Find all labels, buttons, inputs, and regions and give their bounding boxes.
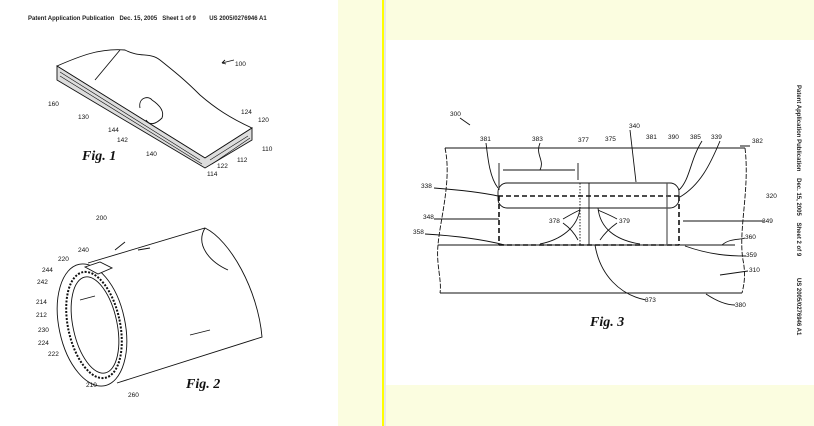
fig3-label: 377: [578, 137, 589, 144]
fig3-label: 382: [752, 138, 763, 145]
fig3-label: 359: [746, 252, 757, 259]
fig3-label: 385: [690, 134, 701, 141]
fig3-label: 360: [745, 234, 756, 241]
fig1-label: 130: [78, 114, 89, 121]
fig3-caption: Fig. 3: [589, 315, 624, 330]
fig2-label: 220: [58, 256, 69, 263]
fig2-label: 224: [38, 340, 49, 347]
fig3-label: 338: [421, 183, 432, 190]
fig1-label: 140: [146, 151, 157, 158]
fig3-label: 381: [646, 134, 657, 141]
fig2-label: 200: [96, 215, 107, 222]
fig2-label: 240: [78, 247, 89, 254]
fig2-label: 230: [38, 327, 49, 334]
fig1-label: 120: [258, 117, 269, 124]
fig3-label: 380: [735, 302, 746, 309]
fig3-label: 320: [766, 193, 777, 200]
fig2-label: 242: [37, 279, 48, 286]
fig1-label: 110: [262, 146, 273, 153]
fig2-label: 260: [128, 392, 139, 399]
figure-3: [425, 118, 764, 305]
fig2-caption: Fig. 2: [185, 377, 220, 392]
fig1-label: 160: [48, 101, 59, 108]
fig3-label: 340: [629, 123, 640, 130]
fig3-label: 375: [605, 136, 616, 143]
fig3-label: 339: [711, 134, 722, 141]
fig2-label: 214: [36, 299, 47, 306]
fig1-label: 114: [207, 171, 218, 178]
fig2-label: 212: [36, 312, 47, 319]
fig1-label: 144: [108, 127, 119, 134]
fig1-label: 122: [217, 163, 228, 170]
fig3-label: 349: [762, 218, 773, 225]
fig1-label: 112: [237, 157, 248, 164]
fig2-label: 244: [42, 267, 53, 274]
fig3-label: 348: [423, 214, 434, 221]
fig3-label: 390: [668, 134, 679, 141]
fig3-label: 383: [532, 136, 543, 143]
fig3-label: 300: [450, 111, 461, 118]
fig3-label: 310: [749, 267, 760, 274]
fig3-label: 358: [413, 229, 424, 236]
fig1-label: 100: [235, 61, 246, 68]
fig3-label: 378: [549, 218, 560, 225]
fig1-label: 142: [117, 137, 128, 144]
fig3-label: 381: [480, 136, 491, 143]
fig2-label: 210: [86, 382, 97, 389]
fig3-label: 373: [645, 297, 656, 304]
fig2-label: 222: [48, 351, 59, 358]
fig3-label: 379: [619, 218, 630, 225]
fig1-label: 124: [241, 109, 252, 116]
fig1-caption: Fig. 1: [81, 149, 116, 164]
